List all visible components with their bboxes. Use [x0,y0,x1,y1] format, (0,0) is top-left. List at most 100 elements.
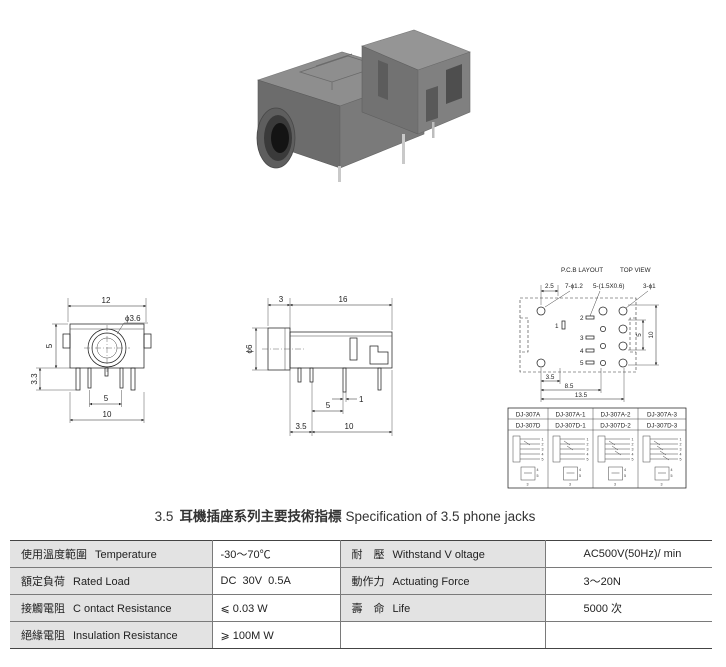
spec-value-insulation-resistance: ⩾ 100M W [211,621,341,649]
pcb-pad [561,320,566,330]
pcb-dim-label: 13.5 [575,392,588,399]
schematic-pin-number: 3 [569,483,571,487]
label-en: Temperature [95,549,157,561]
side-pin-spacing-label: 5 [326,401,331,410]
front-pin [130,367,136,391]
schematic-pin-number: 5 [579,474,581,478]
schematic-switch-contact [611,445,619,451]
title-english: Specification of 3.5 phone jacks [345,509,536,524]
pcb-pin-number: 4 [580,348,584,355]
schematic-terminal-box [608,466,623,481]
pcb-small-holes-label: 3-ϕ1 [643,283,656,290]
pcb-large-hole [536,358,546,368]
label-zh: 接觸電阻 [21,603,65,615]
pcb-small-hole [600,343,606,349]
empty-cell [339,621,546,649]
side-length-label: 16 [339,295,348,304]
label-en: Actuating Force [392,576,470,588]
side-diameter-label: ϕ6 [245,344,254,353]
pcb-large-hole [536,306,546,316]
model-grid: DJ-307A DJ-307A-1 DJ-307A-2 DJ-307A-3 DJ… [507,407,687,489]
pcb-outline-notch [520,317,636,353]
pcb-layout-title: P.C.B LAYOUT [561,267,603,274]
pcb-large-holes-label: 7-ϕ1.2 [565,283,583,290]
side-pin [342,367,347,393]
jack-pin [338,166,341,182]
hole-leader [544,290,571,308]
schematic-pin-number: 5 [537,474,539,478]
jack-top-recess-line [315,53,353,90]
schematic-terminal-box [520,466,536,481]
side-view-drawing: 3 16 ϕ6 1 5 3.5 10 [245,295,393,436]
side-pin [309,367,314,383]
schematic-pin-number: 2 [542,442,544,446]
jack-pin [402,134,405,164]
pcb-pin-number: 2 [580,315,584,322]
side-front-offset-label: 3.5 [295,422,307,431]
schematic-switch-contact [566,445,574,451]
front-pin [75,367,81,391]
front-pin [119,367,124,389]
model-name: DJ-307D [516,423,541,430]
schematic-switch-contact [653,440,661,446]
pad-leader [589,290,601,317]
schematic-pin-number: 5 [632,457,634,461]
label-zh: 絕緣電阻 [21,630,65,642]
phone-jack-photo [256,29,471,182]
schematic-pin-number: 4 [624,468,626,472]
spec-value-actuating-force: 3～20N [544,567,712,595]
front-base-label: 10 [103,410,112,419]
schematic-pin-number: 4 [671,468,673,472]
pcb-small-hole [600,326,606,332]
side-pin [377,367,382,391]
pcb-large-hole [618,306,628,316]
model-name: DJ-307A [516,412,541,419]
pcb-view-label: TOP VIEW [620,267,651,274]
schematic-pin-number: 3 [542,447,544,451]
schematic-pin-number: 4 [587,452,589,456]
jack-side-slot [426,86,438,122]
pcb-pin-number: 5 [580,360,584,367]
pcb-large-hole [618,324,628,334]
pcb-pitch-label: 5 [636,333,643,337]
label-zh: 使用溫度範圍 [21,549,87,561]
schematic-pin-number: 3 [527,483,529,487]
pcb-pad [585,360,595,365]
schematic-pin-number: 2 [632,442,634,446]
schematic-pin-number: 3 [632,447,634,451]
schematic-pin-number: 3 [587,447,589,451]
label-en: Withstand V oltage [392,549,485,561]
title-number: 3.5 [154,509,174,524]
schematic-switch-contact [659,450,667,456]
model-name: DJ-307D-2 [600,423,631,430]
schematic-pin-number: 5 [680,457,682,461]
schematic-pin-number: 5 [587,457,589,461]
schematic-pin-number: 4 [542,452,544,456]
schematic-switch-contact [563,440,571,446]
front-pin [87,367,92,389]
side-pin-width-label: 1 [359,395,364,404]
spec-value-rated-load: DC 30V 0.5A [211,567,341,595]
pcb-pads-label: 5-(1.5X0.6) [593,283,625,290]
schematic-pin-number: 4 [537,468,539,472]
spec-value-contact-resistance: ⩽ 0.03 W [211,594,341,622]
schematic-pin-number: 1 [680,437,682,441]
label-zh: 額定負荷 [21,576,65,588]
model-grid-border [507,407,687,489]
jack-front-slot [378,60,388,100]
pcb-layout-drawing: P.C.B LAYOUT TOP VIEW 2.5 7-ϕ1.2 5-(1.5X… [507,267,687,489]
front-side-tab [62,333,71,349]
